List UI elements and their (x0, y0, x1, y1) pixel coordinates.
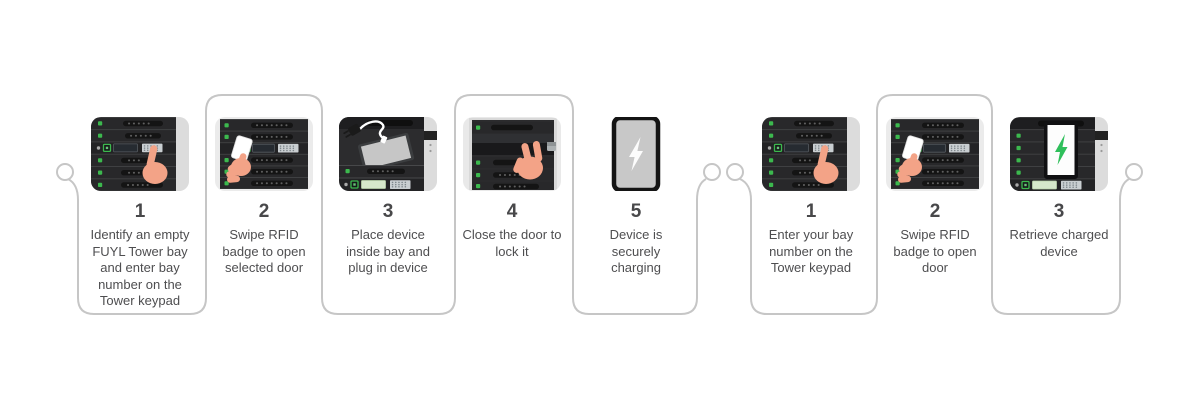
step-label: Identify an empty FUYL Tower bay and ent… (90, 227, 190, 308)
retrieve-charged-device-illustration (1010, 117, 1108, 191)
rfid-badge-swipe-illustration (886, 117, 984, 191)
retrieve-step-3: 3 Retrieve charged device (997, 117, 1121, 260)
step-number: 5 (630, 201, 642, 222)
step-label: Swipe RFID badge to open selected door (222, 227, 306, 275)
step-number: 4 (506, 201, 518, 222)
pointing-hand-icon (813, 145, 839, 184)
tablet-in-bay-icon (357, 132, 415, 172)
pushing-hand-icon (513, 141, 543, 180)
deposit-step-1: 1 Identify an empty FUYL Tower bay and e… (78, 117, 202, 310)
retrieve-flow-end-node (1125, 163, 1143, 181)
retrieve-step-1: 1 Enter your bay number on the Tower key… (749, 117, 873, 277)
step-number: 1 (134, 201, 146, 222)
tower-keypad-press-illustration (762, 117, 860, 191)
place-device-in-bay-illustration (339, 117, 437, 191)
retrieve-flow-start-node (726, 163, 744, 181)
step-label: Enter your bay number on the Tower keypa… (768, 227, 854, 275)
lightning-bolt-icon (629, 137, 643, 171)
step-number: 2 (929, 201, 941, 222)
step-number: 3 (1053, 201, 1065, 222)
step-label: Close the door to lock it (462, 227, 562, 259)
retrieve-step-2: 2 Swipe RFID badge to open door (873, 117, 997, 277)
deposit-flow-start-node (56, 163, 74, 181)
step-number: 1 (805, 201, 817, 222)
lightning-bolt-icon (1055, 134, 1068, 165)
close-door-illustration (463, 117, 561, 191)
step-number: 2 (258, 201, 270, 222)
hand-holding-card-icon (226, 153, 251, 183)
charging-cable-icon (358, 120, 386, 141)
charging-device-illustration (611, 117, 661, 191)
deposit-flow-path (67, 94, 707, 315)
step-label: Swipe RFID badge to open door (893, 227, 977, 275)
hand-holding-card-icon (897, 153, 922, 183)
step-label: Device is securely charging (609, 227, 663, 275)
tower-keypad-press-illustration (91, 117, 189, 191)
retrieve-flow-path (739, 94, 1130, 315)
power-plug-icon (343, 123, 361, 138)
deposit-step-5: 5 Device is securely charging (574, 117, 698, 277)
deposit-flow-end-node (703, 163, 721, 181)
deposit-step-4: 4 Close the door to lock it (450, 117, 574, 260)
step-label: Place device inside bay and plug in devi… (346, 227, 430, 275)
step-label: Retrieve charged device (1009, 227, 1109, 259)
rfid-badge-swipe-illustration (215, 117, 313, 191)
step-number: 3 (382, 201, 394, 222)
deposit-step-3: 3 Place device inside bay and plug in de… (326, 117, 450, 277)
deposit-step-2: 2 Swipe RFID badge to open selected door (202, 117, 326, 277)
pointing-hand-icon (142, 145, 168, 184)
